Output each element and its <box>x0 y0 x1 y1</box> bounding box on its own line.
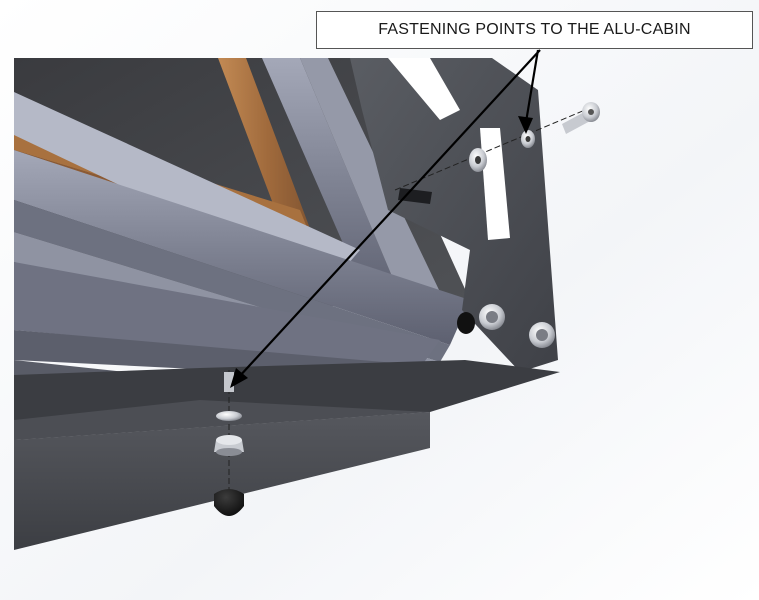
frame-rail-long-beam-2 <box>14 200 450 362</box>
floor-skirt-front <box>14 412 430 550</box>
frame-rail-long-beam <box>14 150 470 345</box>
bracket-plate <box>350 58 558 372</box>
threaded-stud <box>224 372 234 392</box>
frame-rail-vertical-2 <box>300 58 440 300</box>
frame-rail-vertical <box>262 58 402 305</box>
callout-arrow-upper <box>518 49 540 134</box>
washer-large-upper <box>469 148 487 172</box>
callout-arrow-lower <box>230 49 541 388</box>
bracket-plate-slot-upper <box>388 58 460 120</box>
washer-lower <box>216 411 242 421</box>
button-head-screw <box>562 102 600 134</box>
bracket-bolt-right <box>529 322 555 348</box>
floor-channel <box>14 262 440 368</box>
rubber-foot-right <box>457 312 475 334</box>
fastener-axis-upper <box>394 109 586 191</box>
washer-small-upper <box>521 130 535 148</box>
rubber-foot-cap-lower <box>214 489 244 516</box>
callout-label: FASTENING POINTS TO THE ALU-CABIN <box>378 21 691 38</box>
callout-label-box: FASTENING POINTS TO THE ALU-CABIN <box>316 11 753 49</box>
wood-trim-vertical <box>218 58 318 254</box>
bracket-plate-slot-lower <box>480 128 510 240</box>
bracket-plate-cutout <box>398 188 432 204</box>
bracket-bolt-left <box>479 304 505 330</box>
hex-nut-lower <box>214 435 244 456</box>
